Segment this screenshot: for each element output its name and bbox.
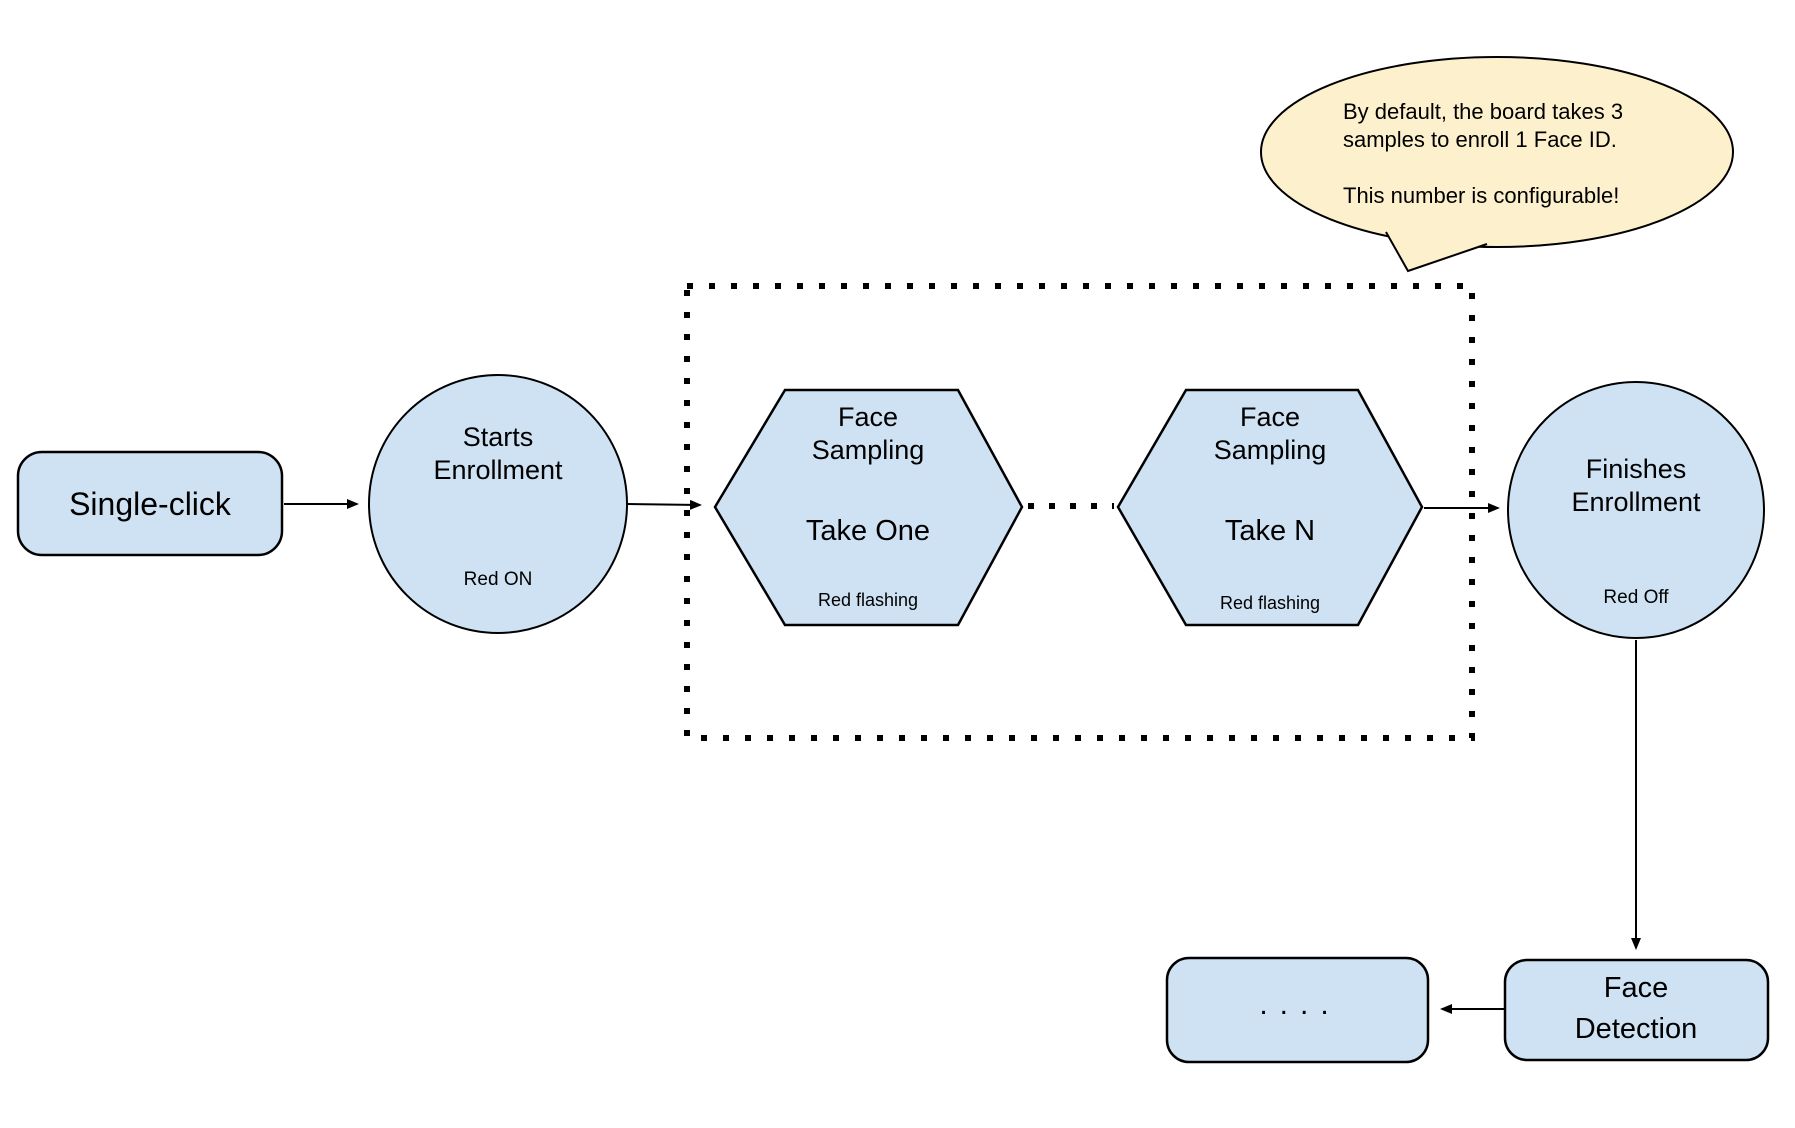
- take-one-label: Take One: [805, 515, 931, 547]
- starts-enrollment-line2: Enrollment: [433, 455, 563, 485]
- take-n-title-line1: Face: [1239, 402, 1301, 432]
- face-detection-line1: Face: [1603, 972, 1669, 1004]
- take-one-status: Red flashing: [817, 590, 919, 610]
- finishes-enrollment-node: [1507, 381, 1765, 639]
- starts-enrollment-node: [368, 374, 628, 634]
- finishes-enrollment-status: Red Off: [1603, 587, 1669, 608]
- take-n-label: Take N: [1224, 515, 1316, 547]
- take-one-title-line1: Face: [837, 402, 899, 432]
- starts-enrollment-label: Starts Enrollment: [433, 421, 562, 487]
- single-click-label: Single-click: [69, 486, 231, 522]
- starts-enrollment-status: Red ON: [463, 569, 533, 590]
- callout-line3: This number is configurable!: [1343, 183, 1620, 208]
- face-sampling-take-one-node: [713, 388, 1024, 627]
- arrow-starts-to-sampling: [626, 499, 702, 510]
- callout-line2: samples to enroll 1 Face ID.: [1343, 127, 1617, 152]
- sampling-group-dotted-box: [684, 283, 1475, 741]
- callout-bubble: [1260, 56, 1734, 248]
- finishes-enrollment-line1: Finishes: [1585, 454, 1687, 484]
- take-one-title: Face Sampling: [812, 401, 925, 467]
- continuation-label: ....: [1259, 988, 1341, 1021]
- single-click-node: [16, 450, 284, 557]
- callout-line1: By default, the board takes 3: [1343, 99, 1624, 124]
- finishes-enrollment-label: Finishes Enrollment: [1571, 453, 1700, 519]
- starts-enrollment-line1: Starts: [462, 422, 534, 452]
- callout-text: By default, the board takes 3 samples to…: [1343, 98, 1623, 210]
- callout-bubble-tail: [1385, 231, 1488, 273]
- face-sampling-take-n-node: [1116, 388, 1424, 627]
- take-n-title: Face Sampling: [1214, 401, 1327, 467]
- face-detection-label: Face Detection: [1575, 968, 1698, 1050]
- finishes-enrollment-line2: Enrollment: [1571, 487, 1701, 517]
- continuation-node: [1165, 956, 1430, 1064]
- take-n-status: Red flashing: [1219, 593, 1321, 613]
- take-n-title-line2: Sampling: [1213, 435, 1327, 465]
- face-detection-node: [1503, 958, 1770, 1062]
- callout-blank-line: [1343, 154, 1623, 182]
- face-detection-line2: Detection: [1574, 1013, 1698, 1045]
- take-one-title-line2: Sampling: [811, 435, 925, 465]
